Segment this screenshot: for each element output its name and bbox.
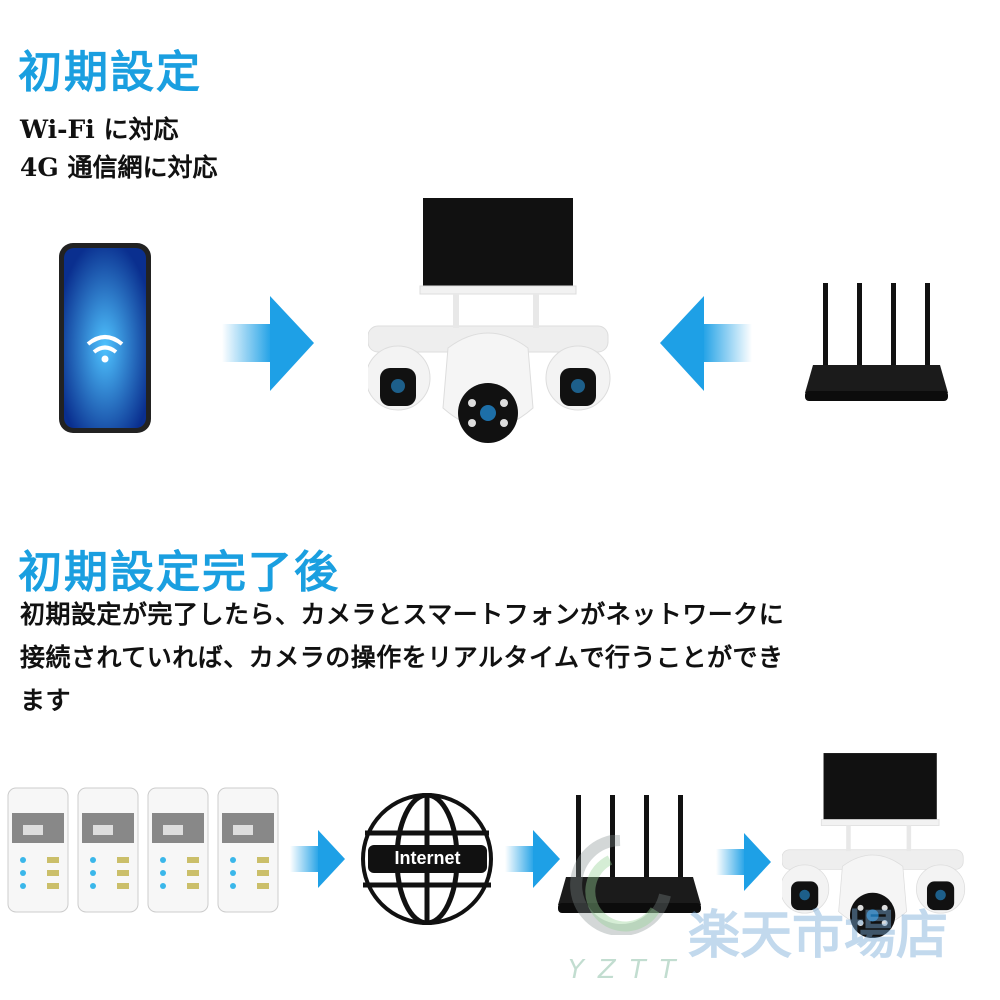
arrow-right-icon [290, 830, 345, 888]
section1-title: 初期設定 [18, 47, 202, 98]
arrow-right-icon [505, 830, 560, 888]
description-paragraph: 初期設定が完了したら、カメラとスマートフォンがネットワークに 接続されていれば、… [20, 593, 1000, 722]
arrow-right-icon [716, 833, 771, 891]
router-image [805, 283, 948, 401]
watermark-logo-icon [570, 835, 671, 935]
watermark-brand: YZTT [568, 955, 690, 985]
feature-4g: 4G 通信網に対応 [20, 153, 218, 182]
section2-title: 初期設定完了後 [18, 547, 340, 598]
app-phones-image [7, 787, 279, 913]
smartphone-wifi-image [59, 243, 151, 433]
arrow-right-icon [222, 296, 314, 391]
description-line: 初期設定が完了したら、カメラとスマートフォンがネットワークに [20, 600, 785, 629]
description-line: 接続されていれば、カメラの操作をリアルタイムで行うことができ [20, 643, 784, 672]
watermark-shop: 楽天市場店 [688, 905, 949, 966]
internet-globe-icon: Internet [360, 793, 495, 925]
solar-camera-image [368, 198, 611, 444]
description-line: ます [20, 686, 72, 715]
arrow-left-icon [660, 296, 752, 391]
internet-label: Internet [394, 848, 461, 868]
wifi-icon [86, 335, 124, 354]
feature-wifi: Wi-Fi に対応 [20, 115, 179, 144]
